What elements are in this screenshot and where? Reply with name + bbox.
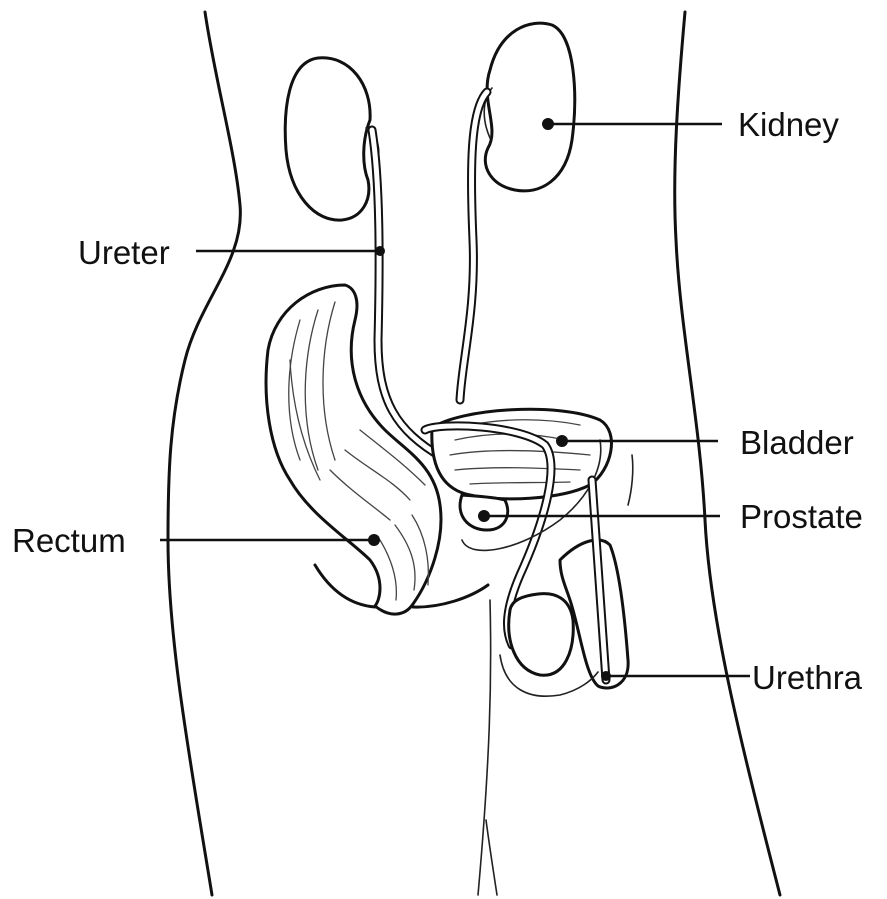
pointer-dot-urethra — [601, 671, 611, 681]
pointer-dot-prostate — [478, 510, 490, 522]
label-urethra: Urethra — [752, 659, 863, 696]
pointer-dot-rectum — [368, 534, 380, 546]
label-bladder: Bladder — [740, 424, 854, 461]
ureters — [372, 92, 487, 458]
label-rectum: Rectum — [12, 522, 126, 559]
rectum — [266, 285, 441, 614]
label-ureter: Ureter — [78, 234, 170, 271]
left-kidney — [285, 58, 379, 220]
right-kidney — [484, 23, 574, 191]
leader-lines — [160, 118, 750, 681]
label-kidney: Kidney — [738, 106, 839, 143]
pointer-dot-kidney — [542, 118, 554, 130]
pointer-dot-bladder — [556, 435, 568, 447]
labels: Kidney Ureter Bladder Prostate Rectum Ur… — [12, 106, 863, 696]
label-prostate: Prostate — [740, 498, 863, 535]
pointer-dot-ureter — [375, 246, 385, 256]
